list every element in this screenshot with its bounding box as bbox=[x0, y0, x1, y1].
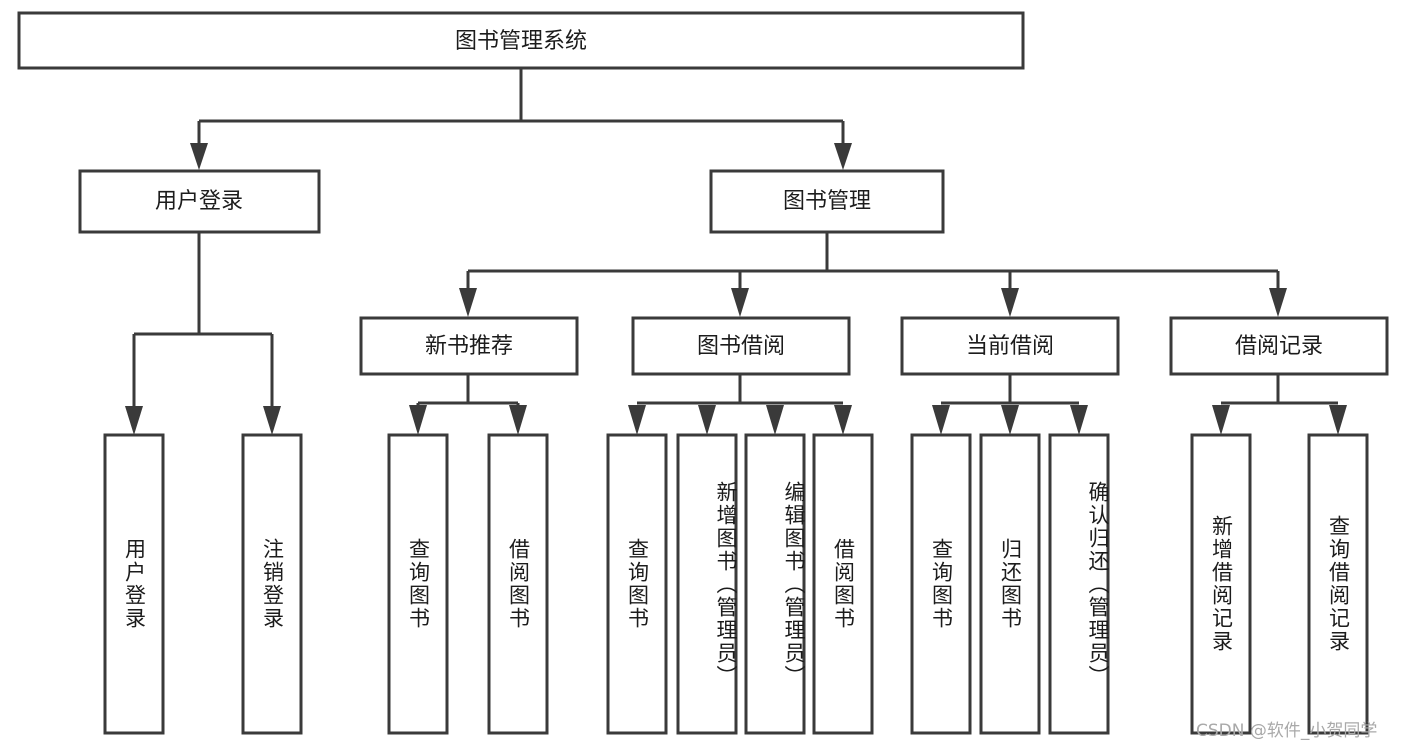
node-borrow-record[interactable]: 借阅记录 bbox=[1169, 316, 1389, 376]
node-current-borrow-box bbox=[900, 316, 1120, 376]
leaf-box-book-borrow-1[interactable] bbox=[676, 433, 738, 735]
node-new-book-rec-box bbox=[359, 316, 579, 376]
node-user-login-box bbox=[78, 169, 321, 234]
connector-userlogin-to-leaves bbox=[125, 233, 281, 435]
connector-bookborrow-to-leaves bbox=[628, 374, 852, 435]
leaf-boxes-borrow-record bbox=[1190, 433, 1369, 735]
node-book-borrow-box bbox=[631, 316, 851, 376]
node-root[interactable]: 图书管理系统 bbox=[17, 11, 1025, 70]
connector-newbookrec-to-leaves bbox=[409, 374, 527, 435]
connector-bookmanage-to-level3 bbox=[459, 231, 1287, 317]
leaf-box-new-book-rec-1[interactable] bbox=[487, 433, 549, 735]
node-user-login[interactable]: 用户登录 bbox=[78, 169, 321, 234]
node-book-borrow[interactable]: 图书借阅 bbox=[631, 316, 851, 376]
leaf-box-book-borrow-0[interactable] bbox=[606, 433, 668, 735]
node-book-manage-box bbox=[709, 169, 945, 234]
node-book-borrow-label: 图书借阅 bbox=[697, 334, 785, 359]
leaf-box-current-borrow-0[interactable] bbox=[910, 433, 972, 735]
leaf-box-borrow-record-0[interactable] bbox=[1190, 433, 1252, 735]
node-borrow-record-label: 借阅记录 bbox=[1235, 334, 1323, 359]
connector-root-to-level2 bbox=[190, 68, 852, 170]
leaf-box-book-borrow-2[interactable] bbox=[744, 433, 806, 735]
leaf-box-user-login-1[interactable] bbox=[241, 433, 303, 735]
node-root-label: 图书管理系统 bbox=[455, 29, 587, 54]
node-borrow-record-box bbox=[1169, 316, 1389, 376]
node-book-manage[interactable]: 图书管理 bbox=[709, 169, 945, 234]
leaf-box-new-book-rec-0[interactable] bbox=[387, 433, 449, 735]
leaf-boxes-new-book-rec bbox=[387, 433, 549, 735]
leaf-boxes-current-borrow bbox=[910, 433, 1110, 735]
node-book-manage-label: 图书管理 bbox=[783, 189, 871, 214]
node-root-box bbox=[17, 11, 1025, 70]
node-current-borrow[interactable]: 当前借阅 bbox=[900, 316, 1120, 376]
node-user-login-label: 用户登录 bbox=[155, 189, 243, 214]
leaf-box-current-borrow-1[interactable] bbox=[979, 433, 1041, 735]
leaf-box-user-login-0[interactable] bbox=[103, 433, 165, 735]
node-new-book-rec[interactable]: 新书推荐 bbox=[359, 316, 579, 376]
leaf-box-borrow-record-1[interactable] bbox=[1307, 433, 1369, 735]
node-new-book-rec-label: 新书推荐 bbox=[425, 334, 513, 359]
connector-currentborrow-to-leaves bbox=[932, 374, 1088, 435]
leaf-boxes-user-login bbox=[103, 433, 303, 735]
leaf-box-book-borrow-3[interactable] bbox=[812, 433, 874, 735]
node-current-borrow-label: 当前借阅 bbox=[966, 334, 1054, 359]
connector-borrowrecord-to-leaves bbox=[1212, 374, 1347, 435]
leaf-boxes-book-borrow bbox=[606, 433, 874, 735]
leaf-box-current-borrow-2[interactable] bbox=[1048, 433, 1110, 735]
csdn-watermark: CSDN @软件_小贺同学 bbox=[1196, 721, 1378, 741]
